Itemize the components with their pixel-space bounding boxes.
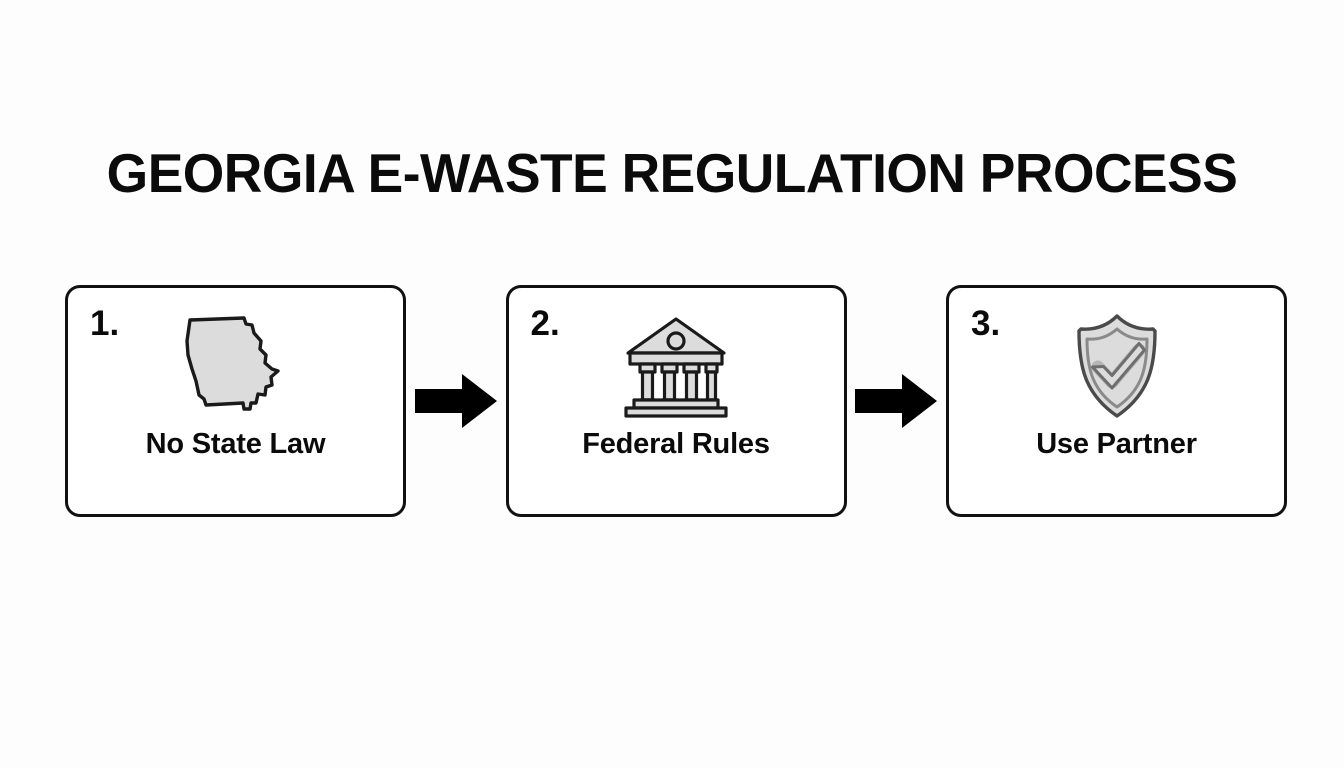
step-label-3: Use Partner xyxy=(1036,428,1197,460)
page-title: GEORGIA E-WASTE REGULATION PROCESS xyxy=(106,142,1238,204)
step-card-2[interactable]: 2. xyxy=(505,285,847,517)
step-label-2: Federal Rules xyxy=(582,428,770,460)
process-steps-row: 1. No State Law 2. xyxy=(65,285,1287,517)
step-number-2: 2. xyxy=(530,304,560,343)
shield-check-icon xyxy=(949,310,1284,422)
arrow-right-icon-1 xyxy=(414,370,497,432)
step-card-1[interactable]: 1. No State Law xyxy=(65,285,406,517)
step-label-1: No State Law xyxy=(145,428,326,460)
step-number-1: 1. xyxy=(90,304,120,343)
georgia-state-map-icon xyxy=(68,310,403,422)
step-number-3: 3. xyxy=(971,304,1001,343)
arrow-right-icon-2 xyxy=(855,370,938,432)
step-card-3[interactable]: 3. Use Partner xyxy=(946,285,1287,517)
government-building-icon xyxy=(509,310,844,422)
